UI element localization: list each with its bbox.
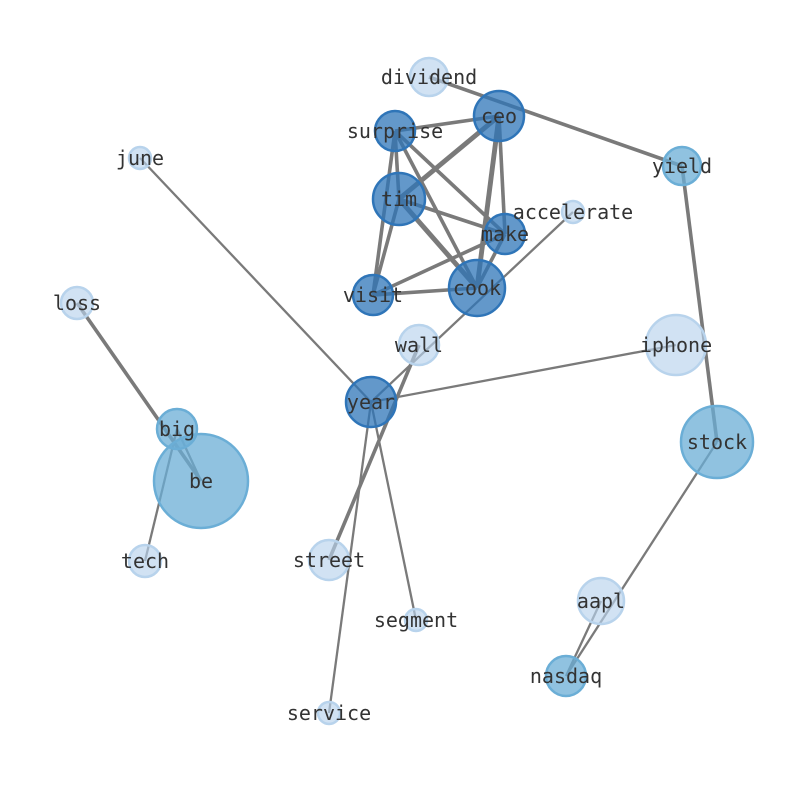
edge-year-iphone [370, 343, 677, 404]
node-label-aapl: aapl [577, 589, 625, 613]
node-label-ceo: ceo [481, 104, 517, 128]
node-label-iphone: iphone [640, 333, 712, 357]
node-label-surprise: surprise [347, 119, 443, 143]
node-label-yield: yield [652, 154, 712, 178]
node-surprise [373, 109, 417, 153]
node-label-stock: stock [687, 430, 747, 454]
node-label-visit: visit [343, 283, 403, 307]
node-label-make: make [481, 222, 529, 246]
node-visit [351, 273, 395, 317]
node-nasdaq [544, 654, 588, 698]
node-june [127, 145, 153, 171]
node-label-cook: cook [453, 276, 501, 300]
node-label-nasdaq: nasdaq [530, 664, 602, 688]
node-label-street: street [293, 548, 365, 572]
edge-wall-street [327, 344, 421, 561]
edge-make-visit [372, 232, 506, 297]
node-label-service: service [287, 701, 371, 725]
node-wall [397, 323, 441, 367]
node-cook [447, 258, 507, 318]
node-label-wall: wall [395, 333, 443, 357]
node-loss [59, 285, 95, 321]
node-be [152, 432, 250, 530]
node-tech [127, 543, 163, 579]
node-label-tech: tech [121, 549, 169, 573]
node-label-big: big [159, 417, 195, 441]
node-iphone [644, 313, 708, 377]
node-label-tim: tim [381, 187, 417, 211]
node-yield [661, 145, 703, 187]
node-label-segment: segment [374, 608, 458, 632]
edge-dividend-yield [428, 75, 683, 168]
node-aapl [576, 576, 626, 626]
node-ceo [472, 89, 526, 143]
node-year [344, 375, 398, 429]
node-make [483, 212, 527, 256]
node-label-year: year [347, 390, 395, 414]
node-label-june: june [116, 146, 164, 170]
edge-stock-nasdaq [565, 441, 718, 677]
node-tim [371, 171, 427, 227]
node-label-accelerate: accelerate [513, 200, 633, 224]
node-label-dividend: dividend [381, 65, 477, 89]
node-stock [679, 404, 755, 480]
node-service [316, 700, 342, 726]
node-label-be: be [189, 469, 213, 493]
node-label-loss: loss [53, 291, 101, 315]
node-segment [403, 607, 429, 633]
edge-year-segment [369, 401, 418, 621]
node-street [307, 538, 351, 582]
node-accelerate [560, 199, 586, 225]
nodes-layer [59, 56, 755, 726]
edge-yield-stock [680, 165, 719, 443]
edge-year-june [139, 157, 372, 403]
node-dividend [408, 56, 450, 98]
